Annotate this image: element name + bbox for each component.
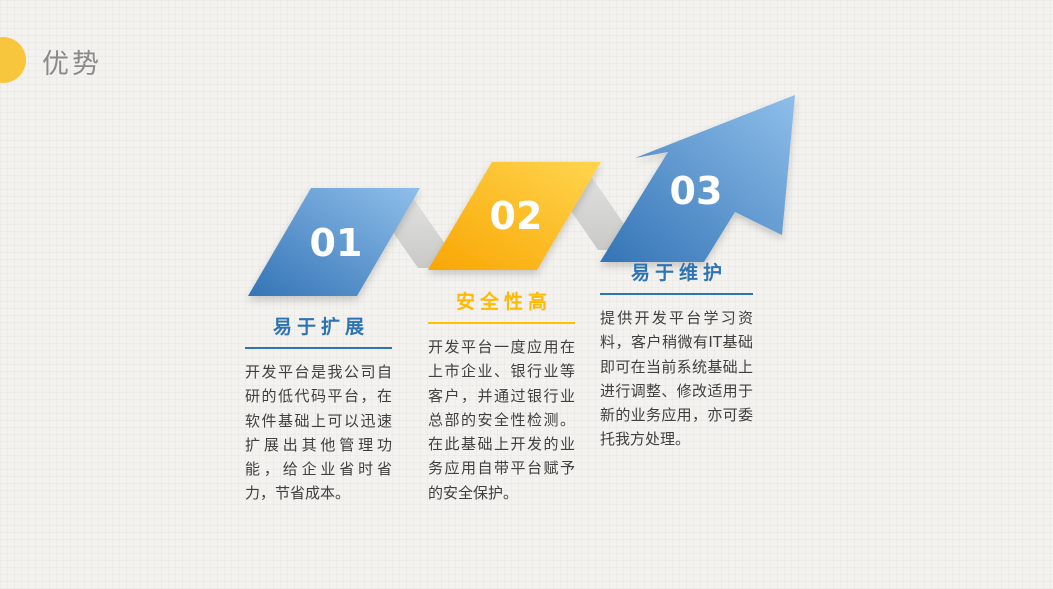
step-1-underline bbox=[245, 347, 392, 349]
step-2-number: 02 bbox=[490, 194, 543, 238]
step-2-underline bbox=[428, 322, 575, 324]
connector-band-2 bbox=[538, 163, 642, 250]
step-1-body: 开发平台是我公司自研的低代码平台，在软件基础上可以迅速扩展出其他管理功能，给企业… bbox=[245, 363, 392, 503]
step-column-1: 易于扩展 开发平台是我公司自研的低代码平台，在软件基础上可以迅速扩展出其他管理功… bbox=[245, 312, 392, 506]
page-title: 优势 bbox=[42, 49, 102, 80]
step-2-body: 开发平台一度应用在上市企业、银行业等客户，并通过银行业总部的安全性检测。在此基础… bbox=[428, 338, 575, 502]
step-2-parallelogram bbox=[428, 162, 601, 270]
step-1-parallelogram bbox=[248, 188, 420, 296]
step-column-3: 易于维护 提供开发平台学习资料，客户稍微有IT基础即可在当前系统基础上进行调整、… bbox=[600, 258, 753, 452]
step-1-title: 易于扩展 bbox=[272, 316, 369, 338]
step-3-number: 03 bbox=[670, 169, 723, 213]
step-3-title: 易于维护 bbox=[630, 262, 727, 284]
step-column-2: 安全性高 开发平台一度应用在上市企业、银行业等客户，并通过银行业总部的安全性检测… bbox=[428, 287, 575, 505]
decor-circle-icon bbox=[0, 37, 26, 83]
step-1-number: 01 bbox=[310, 221, 363, 265]
step-3-body: 提供开发平台学习资料，客户稍微有IT基础即可在当前系统基础上进行调整、修改适用于… bbox=[600, 309, 753, 449]
step-2-title: 安全性高 bbox=[455, 291, 552, 313]
connector-band-1 bbox=[362, 188, 462, 268]
step-3-arrow-icon bbox=[600, 95, 795, 262]
step-3-underline bbox=[600, 293, 753, 295]
